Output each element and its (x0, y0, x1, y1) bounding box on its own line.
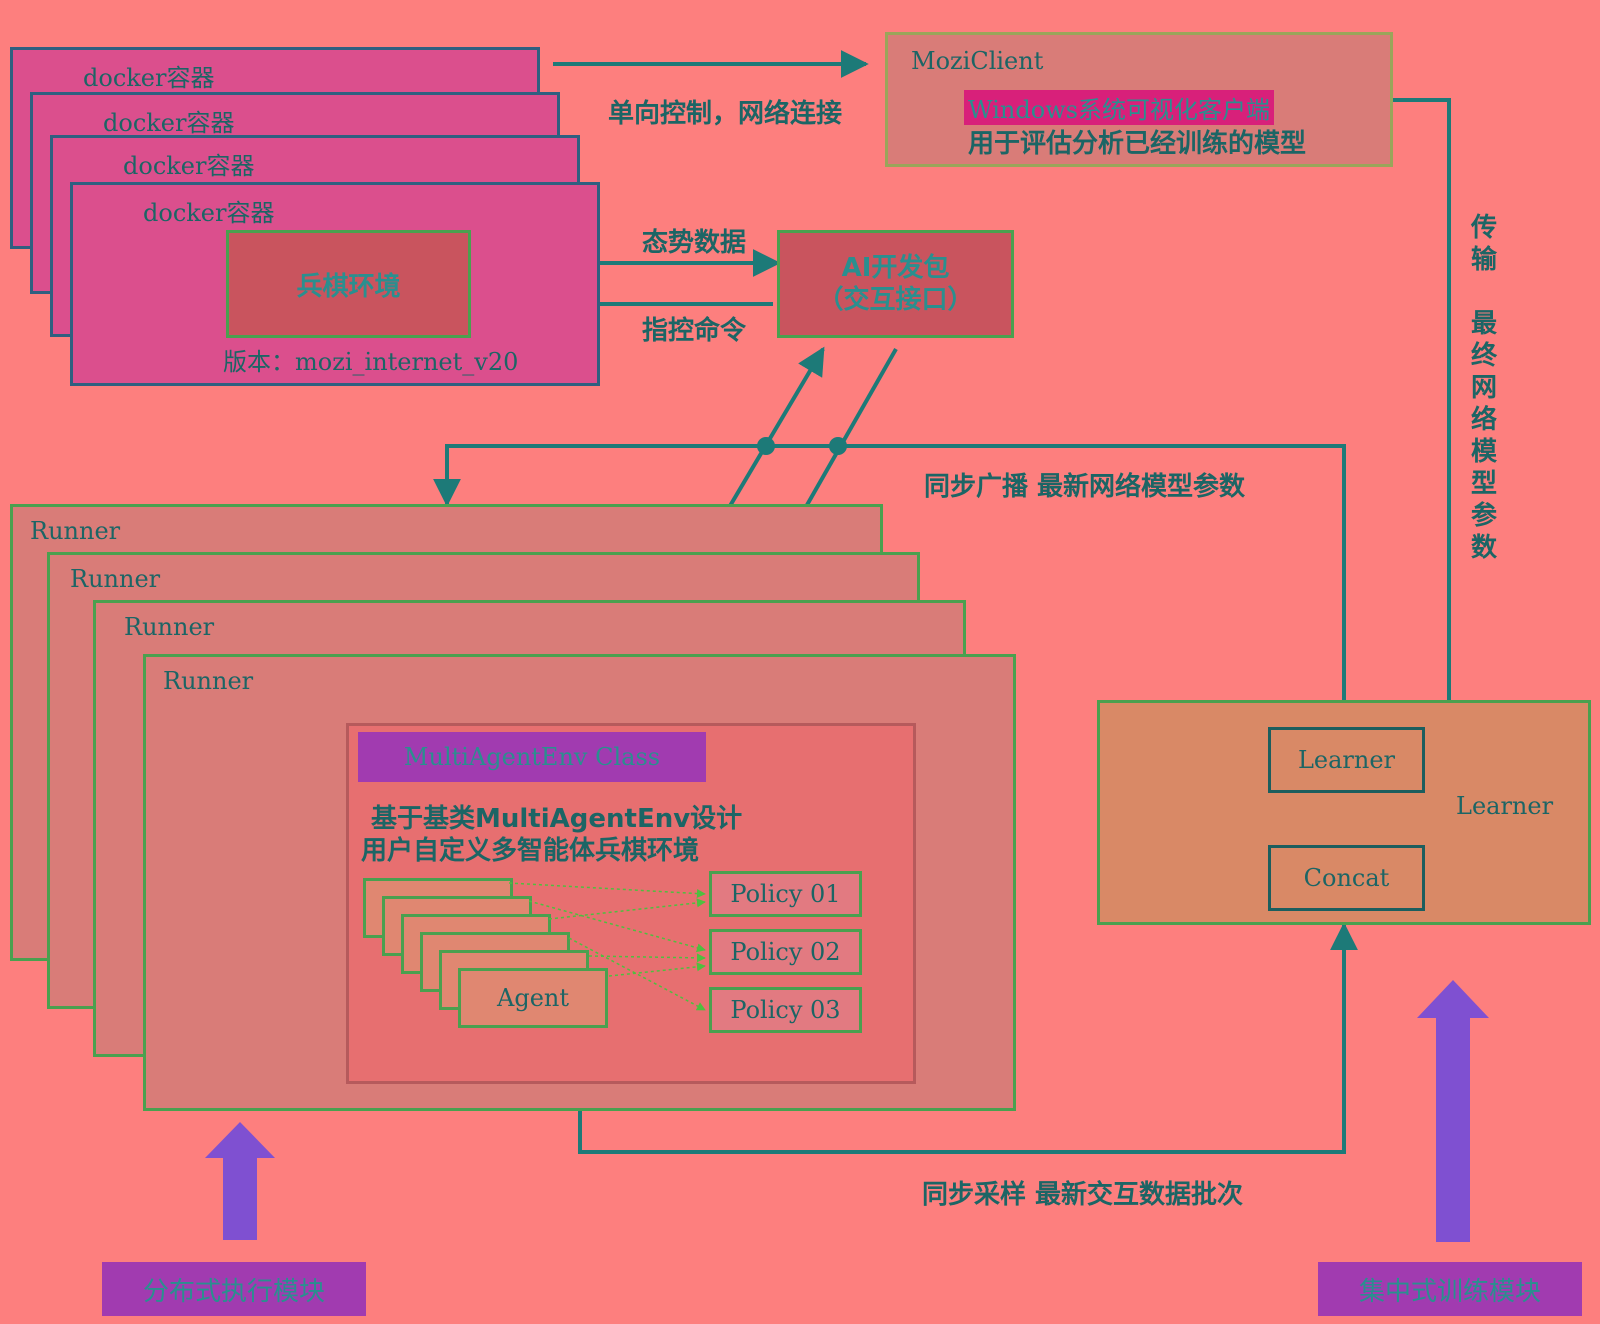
agent-policy-link (588, 953, 706, 963)
multi-agent-env-tag: MultiAgentEnv Class (358, 732, 706, 782)
docker-label: docker容器 (123, 152, 255, 180)
runner-label: Runner (70, 565, 161, 593)
docker-container-4: docker容器 兵棋环境 版本：mozi_internet_v20 (70, 182, 600, 386)
transfer-char: 数 (1470, 533, 1497, 563)
command-label: 指控命令 (642, 316, 747, 346)
distributed-module-tag: 分布式执行模块 (102, 1262, 366, 1316)
windows-client-tag: Windows系统可视化客户端 (964, 90, 1275, 125)
sample-line (578, 922, 1358, 1154)
docker-label: docker容器 (143, 199, 275, 227)
transfer-char: 网 (1470, 373, 1497, 403)
runner-label: Runner (163, 667, 254, 695)
transfer-char: 络 (1470, 405, 1497, 435)
runner-label: Runner (30, 517, 121, 545)
transfer-char: 参 (1470, 501, 1497, 531)
learner-outer-label: Learner (1456, 792, 1554, 820)
agent-policy-link (508, 882, 706, 899)
junction-dot (829, 437, 847, 455)
policy-03-box: Policy 03 (709, 987, 862, 1033)
sync-broadcast-label: 同步广播 最新网络模型参数 (924, 472, 1246, 502)
multi-agent-desc-line1: 基于基类MultiAgentEnv设计 (371, 804, 743, 834)
junction-dot (757, 437, 775, 455)
inner-learner-label: Learner (1297, 746, 1396, 774)
version-label: 版本：mozi_internet_v20 (223, 348, 519, 376)
runner-label: Runner (124, 613, 215, 641)
ai-dev-pack-box: AI开发包 （交互接口） (777, 230, 1014, 338)
concat-label: Concat (1303, 864, 1390, 892)
multi-agent-desc-line2: 用户自定义多智能体兵棋环境 (361, 836, 700, 866)
policy-02-box: Policy 02 (709, 929, 862, 975)
ai-pack-line1: AI开发包 (841, 253, 950, 283)
transfer-line (1393, 98, 1451, 700)
policy-label: Policy 02 (730, 938, 841, 966)
mozi-client-desc: 用于评估分析已经训练的模型 (968, 129, 1307, 159)
one-way-control-label: 单向控制，网络连接 (608, 99, 843, 129)
docker-label: docker容器 (83, 64, 215, 92)
wargame-env-label: 兵棋环境 (296, 271, 401, 302)
ai-pack-line2: （交互接口） (817, 285, 974, 315)
wargame-env-box: 兵棋环境 (226, 230, 471, 338)
centralized-module-label: 集中式训练模块 (1358, 1276, 1541, 1307)
agent-policy-link (608, 962, 706, 977)
policy-label: Policy 01 (730, 880, 841, 908)
mozi-client-box: MoziClient Windows系统可视化客户端 用于评估分析已经训练的模型 (885, 32, 1393, 167)
broadcast-line (433, 444, 1346, 700)
agent-box: Agent (458, 968, 608, 1028)
policy-label: Policy 03 (730, 996, 841, 1024)
transfer-char: 型 (1470, 469, 1497, 499)
concat-box: Concat (1268, 845, 1425, 911)
mozi-client-title: MoziClient (911, 47, 1044, 75)
transfer-char: 传 (1470, 213, 1497, 243)
agent-policy-link (568, 937, 706, 1011)
runner-4: Runner MultiAgentEnv Class 基于基类MultiAgen… (143, 654, 1016, 1111)
inner-learner-box: Learner (1268, 727, 1425, 793)
transfer-gap (1467, 276, 1501, 308)
agent-label: Agent (497, 984, 569, 1012)
situation-data-label: 态势数据 (642, 228, 747, 258)
transfer-char: 输 (1470, 245, 1497, 275)
learner-box: Learner Concat Learner (1097, 700, 1591, 925)
multi-agent-env-box: MultiAgentEnv Class 基于基类MultiAgentEnv设计 … (346, 723, 916, 1084)
policy-01-box: Policy 01 (709, 871, 862, 917)
centralized-module-tag: 集中式训练模块 (1318, 1262, 1582, 1316)
agent-policy-links (508, 882, 706, 1011)
agent-policy-link (548, 898, 706, 920)
transfer-char: 终 (1470, 341, 1497, 371)
transfer-char: 最 (1470, 309, 1497, 339)
transfer-char: 模 (1470, 437, 1497, 467)
sync-sample-label: 同步采样 最新交互数据批次 (922, 1180, 1244, 1210)
distributed-module-label: 分布式执行模块 (142, 1276, 325, 1307)
agent-policy-link (528, 900, 706, 953)
transfer-label: 传 输 最 终 网 络 模 型 参 数 (1467, 212, 1501, 564)
docker-label: docker容器 (103, 109, 235, 137)
